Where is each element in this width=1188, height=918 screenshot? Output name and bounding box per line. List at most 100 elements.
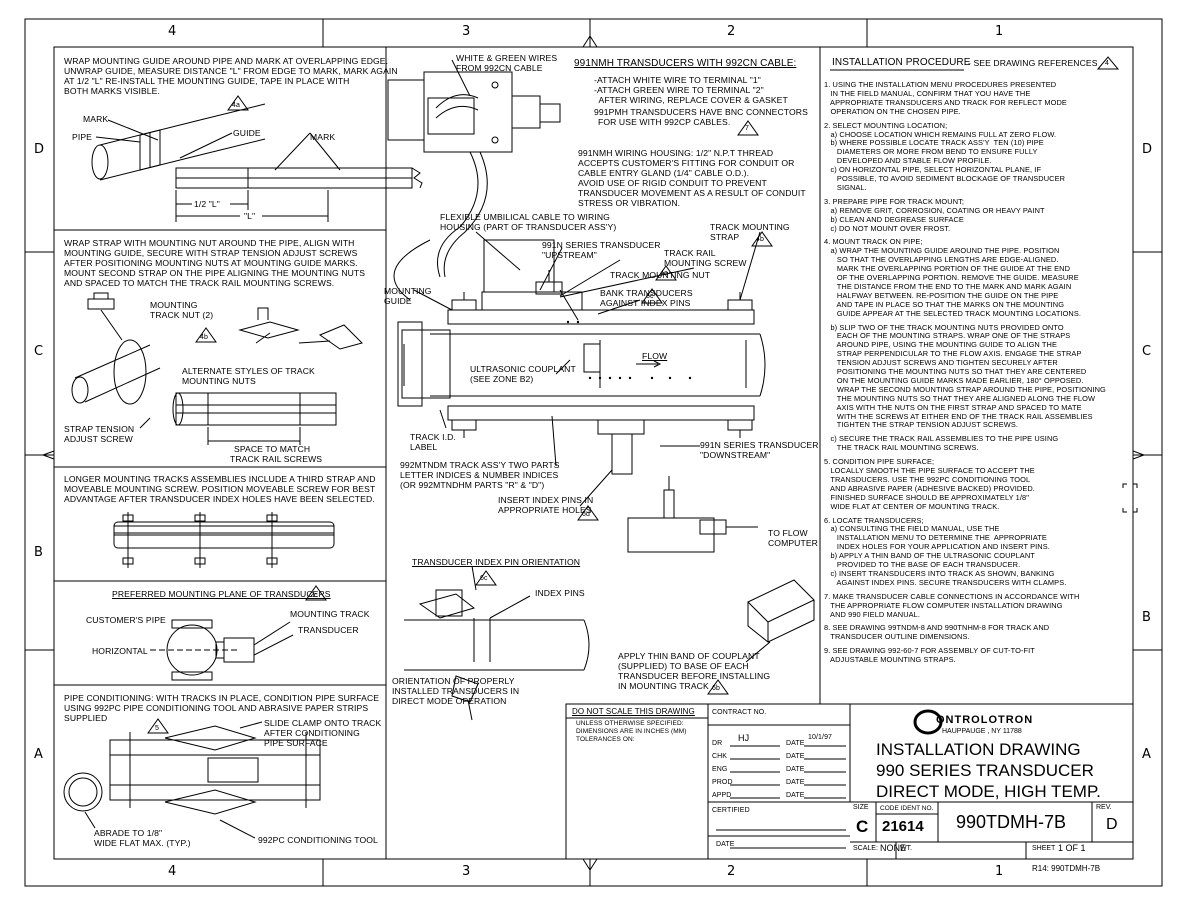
p3-line-1: LONGER MOUNTING TRACKS ASSEMBLIES INCLUD… (64, 474, 376, 484)
zone-bottom-3: 3 (462, 864, 471, 879)
tb-size-label: SIZE (853, 804, 869, 811)
p2-alt-1: ALTERNATE STYLES OF TRACK (182, 366, 315, 376)
p4-title: PREFERRED MOUNTING PLANE OF TRANSDUCERS (112, 589, 331, 599)
p3-line-2: MOVEABLE MOUNTING SCREW. POSITION MOVEAB… (64, 484, 376, 494)
p4-customer: CUSTOMER'S PIPE (86, 615, 166, 625)
procedure-line: INSTALLATION MENU TO DETERMINE THE APPRO… (824, 533, 1047, 543)
p2-strap-1: STRAP TENSION (64, 424, 135, 434)
tb-appd-date: DATE (786, 792, 805, 799)
c-apply-1: APPLY THIN BAND OF COUPLANT (618, 651, 760, 661)
p5-abrade-1: ABRADE TO 1/8" (94, 828, 163, 838)
c-ref-6c-2: 6c (480, 575, 488, 582)
c-upstream-1: 991N SERIES TRANSDUCER (542, 240, 661, 250)
c-trackid-1: TRACK I.D. (410, 432, 456, 442)
c-housing-4: AVOID USE OF RIGID CONDUIT TO PREVENT (578, 178, 767, 188)
c-assy-2: LETTER INDICES & NUMBER INDICES (400, 470, 559, 480)
procedure-line: WITH THE SCREWS AT EITHER END OF THE TRA… (824, 411, 1093, 421)
c-toflow-1: TO FLOW (768, 528, 808, 538)
c-downstream-2: "DOWNSTREAM" (700, 450, 771, 460)
procedure-line: SIGNAL. (824, 182, 867, 192)
procedure-line: AND 990 FIELD MANUAL. (824, 609, 921, 619)
tb-sheet-label: SHEET (1032, 845, 1056, 852)
p1-mark-b: MARK (310, 132, 336, 142)
procedure-line: b) WHERE POSSIBLE LOCATE TRACK ASS'Y TEN… (824, 138, 1044, 148)
tb-date-value: 10/1/97 (808, 734, 833, 741)
procedure-line: ADJUSTABLE MOUNTING STRAPS. (824, 655, 956, 665)
c-wires-2: FROM 992CN CABLE (456, 63, 543, 73)
p4-ref: 2c (310, 592, 318, 599)
c-housing-1: 991NMH WIRING HOUSING: 1/2" N.P.T THREAD (578, 148, 774, 158)
c-insert-2: APPROPRIATE HOLES (498, 505, 592, 515)
procedure-line: THE TRACK RAIL MOUNTING SCREWS. (824, 443, 979, 453)
p1-ref: 4a (232, 102, 240, 109)
tb-no-scale: DO NOT SCALE THIS DRAWING (572, 707, 695, 716)
c-ref7: 7 (745, 125, 749, 132)
procedure-line: OPERATION ON THE CHOSEN PIPE. (824, 106, 961, 116)
c-housing-6: STRESS OR VIBRATION. (578, 198, 681, 208)
company-address: HAUPPAUGE , NY 11788 (942, 728, 1022, 735)
tb-eng: ENG (712, 766, 728, 773)
procedure-line: TIGHTEN THE STRAP TENSION ADJUST SCREWS. (824, 420, 1019, 430)
procedure-line: ON THE MOUNTING GUIDE MARKS MADE EARLIER… (824, 375, 1084, 385)
tb-prod: PROD (712, 779, 733, 786)
procedure-line: THE APPROPRIATE FLOW COMPUTER INSTALLATI… (824, 600, 1063, 610)
title-line-2: 990 SERIES TRANSDUCER (876, 761, 1094, 780)
c-trackid-2: LABEL (410, 442, 438, 452)
tb-scale: NONE (880, 843, 907, 853)
p3-line-3: ADVANTAGE AFTER TRANSDUCER INDEX HOLES H… (64, 494, 375, 504)
tb-chk-date: DATE (786, 753, 805, 760)
procedure-line: c) SECURE THE TRACK RAIL ASSEMBLIES TO T… (824, 434, 1059, 444)
c-guide-1: MOUNTING (384, 286, 432, 296)
tb-code: 21614 (882, 818, 924, 835)
procedure-line: SO THAT THE OVERLAPPING LENGTHS ARE EDGE… (824, 255, 1059, 265)
procedure-line: STRAP PERPENDICULAR TO THE FLOW AXIS. EN… (824, 349, 1082, 359)
c-ref-6c: 6c (646, 293, 654, 300)
c-apply-2: (SUPPLIED) TO BASE OF EACH (618, 661, 749, 671)
c-flow: FLOW (642, 351, 668, 361)
tb-revision-note: R14: 990TDMH-7B (1032, 864, 1101, 873)
p2-ref: 4b (200, 334, 208, 341)
tb-dr-value: HJ (738, 733, 750, 743)
procedure-line: POSSIBLE, TO AVOID SEDIMENT BLOCKAGE OF … (824, 174, 1066, 183)
procedure-line: TENSION ADJUST SCREWS AND TIGHTEN SECURE… (824, 358, 1058, 368)
c-orient-1: ORIENTATION OF PROPERLY (392, 676, 515, 686)
p2-line-3: AFTER POSITIONING MOUNTING NUTS AT MOUNT… (64, 258, 358, 268)
procedure-line: AGAINST INDEX PINS. SECURE TRANSDUCERS W… (824, 577, 1067, 587)
zone-left-a: A (34, 747, 43, 762)
procedure-line: THE DISTANCE FROM THE END TO THE MARK AN… (824, 281, 1072, 291)
procedure-line: OF THE OVERLAPPING PORTION. REMOVE THE G… (824, 273, 1079, 282)
procedure-line: TRANSDUCERS. USE THE 992PC CONDITIONING … (824, 474, 1031, 484)
p1-line-2: UNWRAP GUIDE, MEASURE DISTANCE "L" FROM … (64, 66, 398, 76)
procedure-line: THE MOUNTING NUTS SO THAT THEY ARE ALIGN… (824, 393, 1096, 403)
procedure-line: a) CHOOSE LOCATION WHICH REMAINS FULL AT… (824, 129, 1057, 139)
procedure-line: a) WRAP THE MOUNTING GUIDE AROUND THE PI… (824, 246, 1060, 256)
zone-bottom-2: 2 (727, 864, 736, 879)
c-wires-1: WHITE & GREEN WIRES (456, 53, 558, 63)
tb-scale-label: SCALE: (853, 845, 878, 852)
title-line-1: INSTALLATION DRAWING (876, 740, 1081, 759)
c-housing-2: ACCEPTS CUSTOMER'S FITTING FOR CONDUIT O… (578, 158, 795, 168)
p5-ref: 5 (155, 725, 159, 732)
procedure-line: c) ON HORIZONTAL PIPE, SELECT HORIZONTAL… (824, 165, 1042, 175)
c-pin-title: TRANSDUCER INDEX PIN ORIENTATION (412, 557, 581, 567)
p1-line-3: AT 1/2 "L" RE-INSTALL THE MOUNTING GUIDE… (64, 76, 350, 86)
c-track-strap-2: STRAP (710, 232, 740, 242)
p1-half-l: 1/2 "L" (194, 199, 220, 209)
procedure-line: a) REMOVE GRIT, CORROSION, COATING OR HE… (824, 205, 1045, 215)
p4-transducer: TRANSDUCER (298, 625, 359, 635)
procedure-see: - SEE DRAWING REFERENCES (968, 58, 1098, 68)
c-orient-3: DIRECT MODE OPERATION (392, 696, 507, 706)
c-apply-3: TRANSDUCER BEFORE INSTALLING (618, 671, 771, 681)
procedure-line: WIDE FLAT AT CENTER OF MOUNTING TRACK. (824, 501, 1000, 511)
procedure-line: AND ABRASIVE PAPER (ADHESIVE BACKED) PRO… (824, 483, 1035, 493)
p5-slide-3: PIPE SURFACE (264, 738, 328, 748)
c-index-pins: INDEX PINS (535, 588, 585, 598)
c-bank-2: AGAINST INDEX PINS (600, 298, 691, 308)
c-ref-6d: 6d (582, 511, 590, 518)
zone-right-d: D (1142, 142, 1153, 157)
c-rail-1: TRACK RAIL (664, 248, 716, 258)
procedure-line: b) CLEAN AND DEGREASE SURFACE (824, 214, 964, 224)
procedure-line: 4. MOUNT TRACK ON PIPE; (824, 237, 923, 247)
p2-line-2: MOUNTING GUIDE, SECURE WITH STRAP TENSIO… (64, 248, 358, 258)
